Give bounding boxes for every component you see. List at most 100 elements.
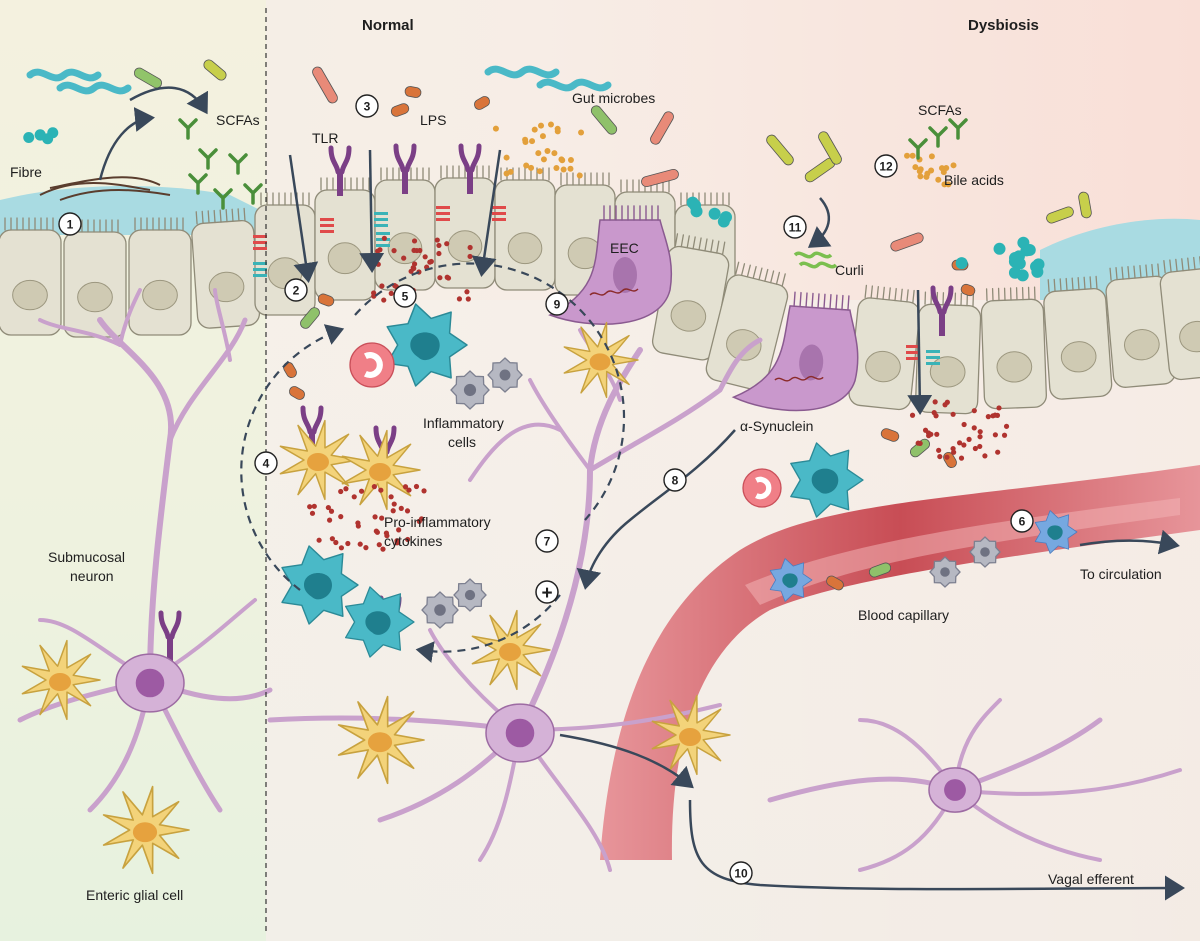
label-submucosal-2: neuron bbox=[70, 568, 114, 584]
label-eec: EEC bbox=[610, 240, 639, 256]
inflammation-loop bbox=[240, 262, 626, 663]
step-badge-2: 2 bbox=[284, 278, 308, 302]
spirochete-icon bbox=[484, 65, 560, 79]
neuron-process bbox=[468, 422, 562, 482]
particle-cluster bbox=[909, 399, 1010, 461]
enteric-glial-cell bbox=[471, 609, 551, 691]
bacterium-icon bbox=[650, 111, 674, 145]
step-badge-8: 8 bbox=[663, 468, 687, 492]
label-submucosal-1: Submucosal bbox=[48, 549, 125, 565]
tight-junction bbox=[492, 206, 506, 221]
neuron-process bbox=[167, 317, 248, 443]
tlr-receptor-icon bbox=[930, 285, 954, 336]
macrophage-gear-icon bbox=[453, 578, 487, 612]
step-badge-label: 4 bbox=[263, 457, 270, 471]
step-badge-label: 1 bbox=[67, 218, 74, 232]
bacterium-icon bbox=[826, 575, 844, 591]
bacterium-icon bbox=[868, 562, 892, 578]
label-inflammatory-2: cells bbox=[448, 434, 476, 450]
bacterium-icon bbox=[203, 59, 227, 81]
step-badge-label: 10 bbox=[734, 867, 748, 881]
enteric-glial-cell bbox=[279, 419, 359, 501]
enteric-glial-cell bbox=[337, 695, 425, 785]
epithelial-cell bbox=[254, 192, 316, 316]
scfa-molecule-icon bbox=[198, 148, 218, 170]
enteric-glial-cell bbox=[341, 429, 421, 511]
neuron-process bbox=[953, 768, 1182, 796]
neuron-process bbox=[38, 318, 122, 347]
epithelial-cell bbox=[494, 167, 556, 291]
neural-network bbox=[17, 288, 1182, 875]
tlr-receptor-icon bbox=[393, 143, 417, 194]
left-panel-background bbox=[0, 0, 266, 941]
epithelial-cell bbox=[314, 177, 376, 301]
svg-text:+: + bbox=[541, 583, 552, 604]
translocation-arrows bbox=[98, 86, 1185, 901]
macrophage-gear-icon bbox=[969, 536, 1001, 568]
bacterium-icon bbox=[404, 86, 422, 98]
label-enteric-glial: Enteric glial cell bbox=[86, 887, 183, 903]
bacterium-icon bbox=[641, 168, 679, 188]
step-badge-1: 1 bbox=[58, 212, 82, 236]
label-bile-acids: Bile acids bbox=[944, 172, 1004, 188]
neuron-process bbox=[213, 288, 232, 362]
epithelial-cell bbox=[0, 217, 62, 336]
macrophage-gear-icon bbox=[929, 556, 961, 588]
particle-cluster bbox=[23, 127, 59, 145]
label-proinflammatory-1: Pro-inflammatory bbox=[384, 514, 491, 530]
tlr-receptor-icon bbox=[458, 143, 482, 194]
step-badge-label: 2 bbox=[293, 284, 300, 298]
tlr-receptor-icon bbox=[328, 145, 352, 196]
step-badge-4: 4 bbox=[254, 451, 278, 475]
neuron-process bbox=[528, 378, 592, 472]
label-blood-capillary: Blood capillary bbox=[858, 607, 949, 623]
tight-junction bbox=[926, 350, 940, 365]
epithelial-cell bbox=[980, 286, 1047, 410]
neuron-process bbox=[587, 337, 763, 473]
step-badge-9: 9 bbox=[545, 292, 569, 316]
macrophage-gear-icon bbox=[487, 357, 523, 393]
bacterium-icon bbox=[312, 66, 338, 104]
step-badge-11: 11 bbox=[783, 215, 807, 239]
neutrophil-cell bbox=[349, 342, 395, 388]
scfa-molecule-icon bbox=[228, 153, 248, 175]
curli-fibre-icon bbox=[793, 251, 838, 269]
epithelial-cell bbox=[1159, 256, 1200, 381]
immune-cell bbox=[769, 558, 813, 602]
immune-cell bbox=[1034, 510, 1078, 554]
label-alpha-synuclein: α-Synuclein bbox=[740, 418, 813, 434]
bacterium-icon bbox=[317, 293, 335, 307]
spirochete-icon bbox=[26, 68, 102, 82]
neuron-soma bbox=[115, 653, 185, 713]
label-scfas-left: SCFAs bbox=[216, 112, 260, 128]
scfa-molecule-icon bbox=[908, 138, 928, 160]
scfa-molecule-icon bbox=[188, 173, 208, 195]
bacterium-icon bbox=[590, 105, 618, 135]
epithelial-layer bbox=[0, 143, 1200, 661]
particle-cluster bbox=[686, 196, 732, 228]
activation-plus-icon: + bbox=[535, 580, 559, 604]
immune-cell bbox=[386, 303, 468, 387]
bacterium-icon bbox=[1078, 191, 1092, 219]
epithelial-cell bbox=[1043, 275, 1113, 400]
enteroendocrine-cell bbox=[731, 291, 859, 412]
scfa-molecule-icon bbox=[213, 188, 233, 210]
step-badge-label: 7 bbox=[544, 535, 551, 549]
tlr-receptor-icon bbox=[158, 610, 182, 661]
scfa-molecule-icon bbox=[243, 183, 263, 205]
label-lps: LPS bbox=[420, 112, 446, 128]
bacterium-icon bbox=[289, 386, 305, 400]
epithelial-cell bbox=[848, 284, 921, 411]
fibre-icon bbox=[39, 176, 171, 201]
bacterium-icon bbox=[818, 131, 842, 165]
step-badge-label: 8 bbox=[672, 474, 679, 488]
epithelial-cell bbox=[1105, 263, 1176, 388]
immune-cell bbox=[344, 586, 415, 658]
step-badge-5: 5 bbox=[393, 284, 417, 308]
step-badge-label: 3 bbox=[364, 100, 371, 114]
step-badge-7: 7 bbox=[535, 529, 559, 553]
label-gut-microbes: Gut microbes bbox=[572, 90, 655, 106]
header-normal: Normal bbox=[362, 17, 414, 34]
neuron-process bbox=[118, 288, 142, 347]
